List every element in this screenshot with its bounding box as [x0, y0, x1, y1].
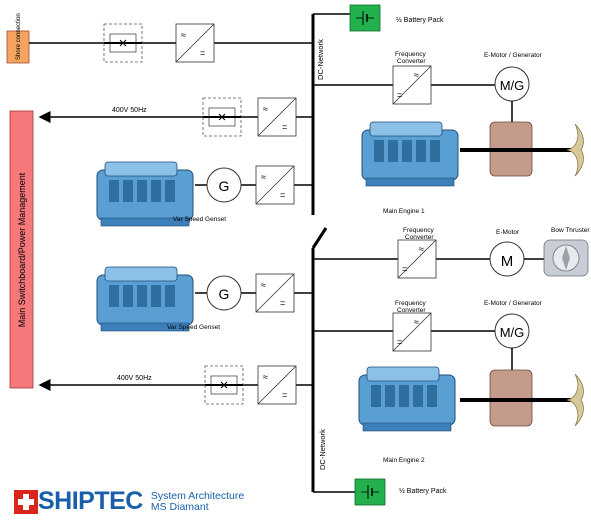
- emg-top-label: E-Motor / Generator: [484, 52, 543, 59]
- g-bottom-text: G: [219, 286, 230, 302]
- fc-mid-label-2: Converter: [405, 234, 434, 241]
- dc-network-top-label: DC-Network: [316, 39, 325, 80]
- svg-text:=: =: [402, 264, 407, 274]
- main-engine-2: [358, 366, 456, 432]
- subtitle-line-2: MS Diamant: [150, 500, 209, 513]
- fc-bot-label-2: Converter: [397, 307, 426, 314]
- svg-text:=: =: [282, 122, 287, 132]
- main-engine-1: [361, 121, 459, 187]
- emotor-label: E-Motor: [496, 229, 520, 236]
- bus-tie-switch: [311, 227, 328, 249]
- mg-top-text: M/G: [500, 78, 525, 93]
- shore-switch: [103, 23, 143, 63]
- swiss-cross-icon: [14, 489, 38, 514]
- svg-text:≈: ≈: [263, 372, 268, 382]
- battery-bottom-label: ½ Battery Pack: [399, 487, 447, 495]
- subtitle-line-1: System Architecture: [150, 489, 245, 502]
- genset-top-label: Var Speed Genset: [173, 216, 226, 223]
- ac-bottom-label: 400V 50Hz: [117, 375, 152, 382]
- svg-text:≈: ≈: [261, 172, 266, 182]
- brand-subtitle: System Architecture MS Diamant: [150, 489, 245, 513]
- svg-text:≈: ≈: [414, 70, 419, 80]
- engine-2-label: Main Engine 2: [383, 457, 425, 464]
- svg-text:≈: ≈: [419, 244, 424, 254]
- mg-bottom-text: M/G: [500, 325, 525, 340]
- dc-network-bottom-label: DC-Network: [318, 429, 327, 470]
- svg-text:≈: ≈: [181, 30, 186, 40]
- g-top-text: G: [219, 178, 230, 194]
- ac-top-switch: [202, 97, 242, 137]
- svg-text:≈: ≈: [261, 280, 266, 290]
- ac-top-label: 400V 50Hz: [112, 107, 147, 114]
- m-text: M: [501, 253, 514, 270]
- svg-text:≈: ≈: [414, 317, 419, 327]
- genset-bottom-engine: [96, 266, 194, 332]
- svg-text:=: =: [397, 337, 402, 347]
- battery-top: [349, 4, 381, 32]
- propeller-bottom: [566, 373, 584, 427]
- svg-text:=: =: [397, 90, 402, 100]
- fc-top-label-2: Converter: [397, 58, 426, 65]
- svg-text:=: =: [200, 48, 205, 58]
- emg-bot-label: E-Motor / Generator: [484, 300, 543, 307]
- propeller-top: [566, 123, 584, 177]
- svg-text:=: =: [280, 190, 285, 200]
- genset-bottom-label: Var Speed Genset: [167, 324, 220, 331]
- fc-mid-label-1: Frequency: [403, 227, 434, 234]
- main-switchboard: [9, 110, 34, 389]
- svg-text:≈: ≈: [263, 104, 268, 114]
- shore-connection-box: [6, 30, 30, 64]
- engine-1-label: Main Engine 1: [383, 208, 425, 215]
- fc-top-label-1: Frequency: [395, 51, 426, 58]
- brand-logo: SHIPTEC System Architecture MS Diamant: [14, 489, 244, 514]
- bow-thruster-label: Bow Thruster: [551, 227, 590, 234]
- generator-top: [206, 167, 242, 203]
- svg-text:=: =: [282, 390, 287, 400]
- battery-top-label: ½ Battery Pack: [396, 16, 444, 24]
- company-name: SHIPTEC: [38, 487, 143, 515]
- generator-bottom: [206, 275, 242, 311]
- ac-bottom-switch: [204, 365, 244, 405]
- battery-bottom: [354, 478, 386, 506]
- shore-connection-label: Shore connection: [16, 13, 22, 60]
- fc-bot-label-1: Frequency: [395, 300, 426, 307]
- svg-text:=: =: [280, 298, 285, 308]
- main-switchboard-label: Main Switchboard/Power Management: [17, 172, 27, 327]
